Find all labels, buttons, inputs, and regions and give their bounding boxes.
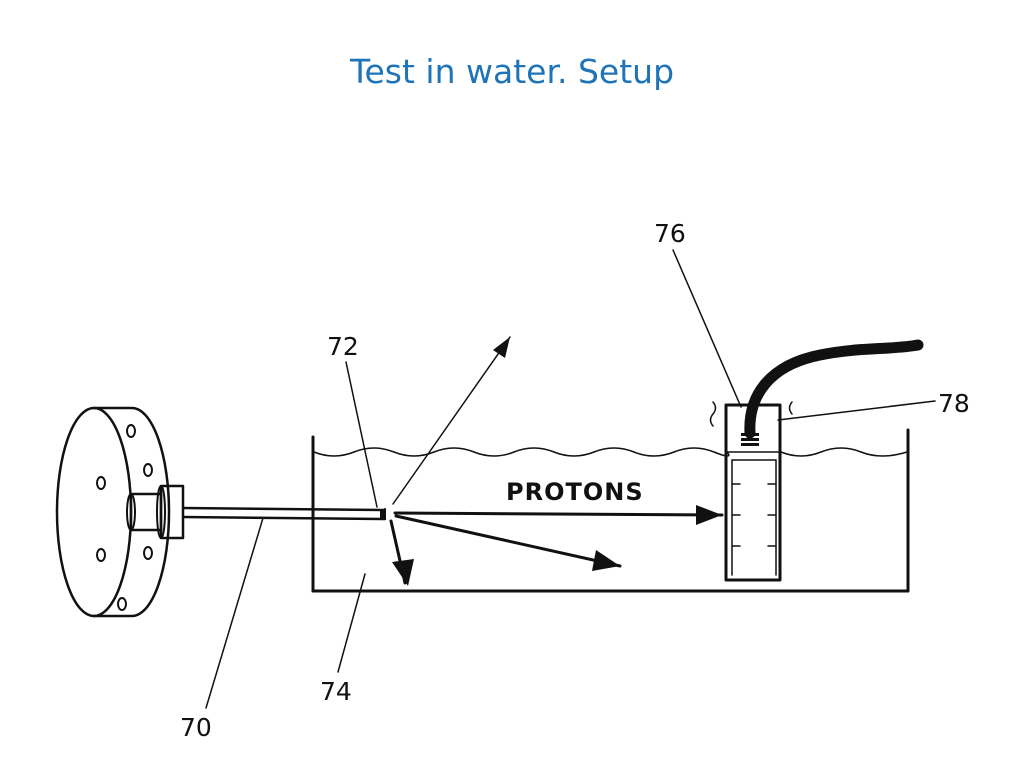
- slide-title: Test in water. Setup: [349, 52, 675, 91]
- proton-arrow-deflected: [394, 514, 622, 568]
- leader-lines: [205, 249, 936, 709]
- proton-arrow-main: [393, 511, 724, 517]
- water-tank: [311, 428, 910, 593]
- detector: [709, 401, 793, 582]
- ref-label-74: 74: [320, 677, 352, 706]
- ref-label-72: 72: [327, 332, 359, 361]
- water-surface: [313, 447, 908, 457]
- detector-cable: [744, 339, 924, 439]
- probe-tube: [181, 506, 387, 521]
- ref-label-76: 76: [654, 219, 686, 248]
- ref-label-78: 78: [938, 389, 970, 418]
- proton-arrows: [389, 336, 724, 586]
- proton-arrow-up: [392, 336, 511, 505]
- ref-label-70: 70: [180, 713, 212, 742]
- source-flange: [55, 406, 185, 618]
- protons-label: PROTONS: [506, 478, 644, 506]
